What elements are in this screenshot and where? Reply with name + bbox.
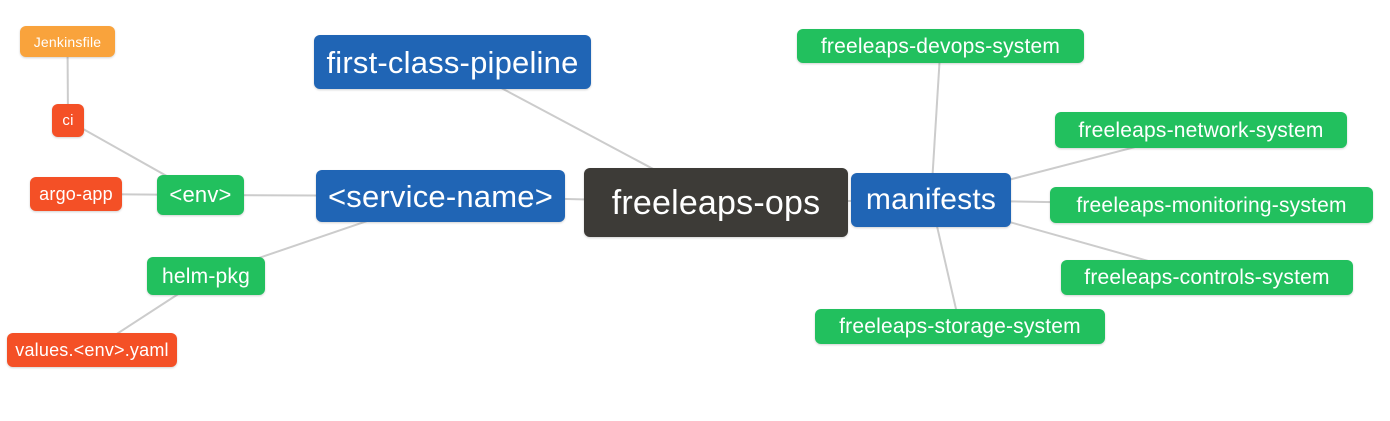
node-freeleaps-monitoring-system[interactable]: freeleaps-monitoring-system <box>1050 187 1373 223</box>
node-service-name[interactable]: <service-name> <box>316 170 565 222</box>
node-env[interactable]: <env> <box>157 175 244 215</box>
node-freeleaps-storage-system[interactable]: freeleaps-storage-system <box>815 309 1105 344</box>
node-freeleaps-devops-system[interactable]: freeleaps-devops-system <box>797 29 1084 63</box>
node-first-class-pipeline[interactable]: first-class-pipeline <box>314 35 591 89</box>
node-jenkinsfile[interactable]: Jenkinsfile <box>20 26 115 57</box>
node-values-env-yaml[interactable]: values.<env>.yaml <box>7 333 177 367</box>
node-manifests[interactable]: manifests <box>851 173 1011 227</box>
node-freeleaps-network-system[interactable]: freeleaps-network-system <box>1055 112 1347 148</box>
node-freeleaps-ops[interactable]: freeleaps-ops <box>584 168 848 237</box>
node-freeleaps-controls-system[interactable]: freeleaps-controls-system <box>1061 260 1353 295</box>
node-helm-pkg[interactable]: helm-pkg <box>147 257 265 295</box>
node-ci[interactable]: ci <box>52 104 84 137</box>
node-argo-app[interactable]: argo-app <box>30 177 122 211</box>
